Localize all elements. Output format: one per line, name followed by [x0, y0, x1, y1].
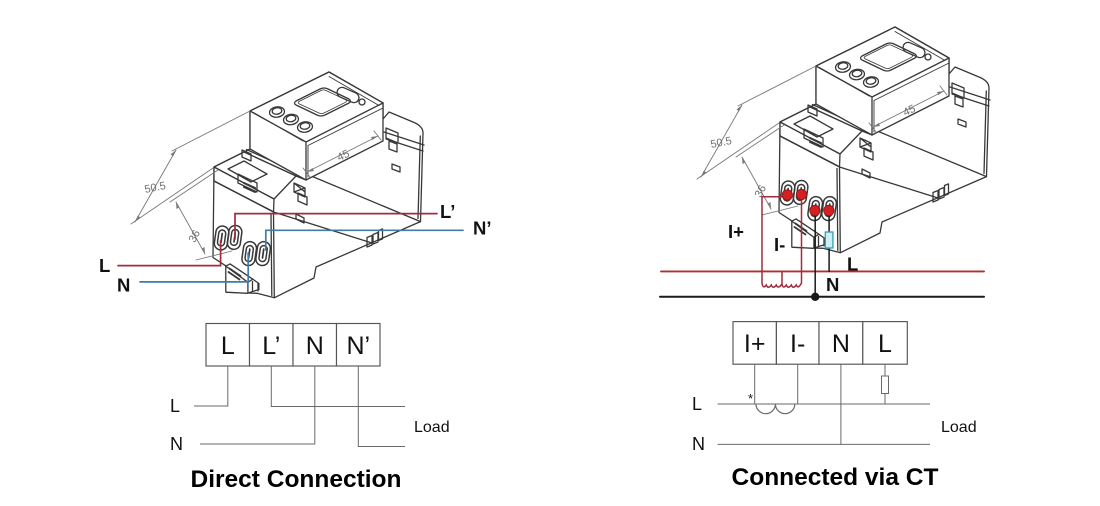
svg-text:N: N: [832, 330, 850, 358]
svg-text:I+: I+: [744, 330, 766, 358]
svg-text:N: N: [170, 434, 183, 454]
svg-text:N: N: [117, 275, 130, 296]
svg-text:Load: Load: [941, 419, 977, 436]
svg-text:I+: I+: [728, 221, 744, 242]
svg-text:I-: I-: [774, 234, 785, 255]
svg-text:N’: N’: [346, 332, 370, 360]
svg-text:Connected via CT: Connected via CT: [732, 464, 939, 491]
svg-text:Direct Connection: Direct Connection: [191, 466, 402, 493]
svg-text:L: L: [847, 254, 858, 275]
svg-text:L: L: [878, 330, 892, 358]
svg-text:L: L: [170, 396, 180, 416]
svg-text:L’: L’: [440, 201, 455, 222]
svg-text:L: L: [692, 394, 702, 414]
svg-text:N: N: [826, 274, 839, 295]
svg-text:*: *: [748, 391, 753, 406]
svg-text:L: L: [221, 332, 235, 360]
svg-text:L: L: [99, 255, 110, 276]
svg-text:N: N: [306, 332, 324, 360]
svg-text:Load: Load: [414, 419, 450, 436]
svg-text:I-: I-: [790, 330, 805, 358]
svg-text:N’: N’: [473, 218, 492, 239]
svg-text:N: N: [692, 434, 705, 454]
svg-text:L’: L’: [262, 332, 280, 360]
